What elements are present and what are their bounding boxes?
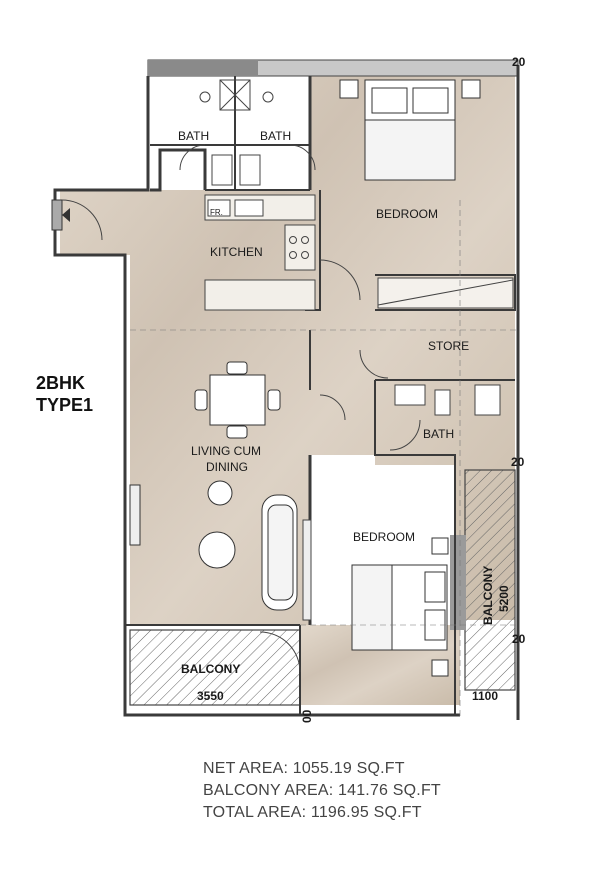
dim-marker-top: 20 — [512, 55, 526, 69]
label-living-line2: DINING — [206, 460, 248, 474]
label-balcony-side-line2: 5200 — [497, 585, 511, 612]
balcony-area: BALCONY AREA: 141.76 SQ.FT — [203, 782, 441, 799]
dining-table — [194, 361, 281, 439]
dim-marker-bottom: 00 — [300, 709, 314, 723]
floor-areas — [60, 75, 515, 705]
bath-fixtures-top — [179, 79, 316, 186]
kitchen-counter — [204, 194, 316, 311]
living-furniture — [129, 480, 298, 611]
dim-marker-mid: 20 — [511, 455, 525, 469]
label-kitchen: KITCHEN — [210, 245, 263, 259]
bath2-fixtures — [319, 349, 501, 451]
balcony-hatches — [129, 469, 516, 706]
unit-title: 2BHK TYPE1 — [36, 372, 93, 416]
wardrobe-top — [377, 277, 514, 309]
dim-side-balcony-width: 1100 — [472, 689, 498, 703]
entrance-door — [51, 199, 103, 241]
label-balcony-side-line1: BALCONY — [481, 566, 495, 625]
grid-lines — [130, 200, 520, 720]
label-bedroom-1: BEDROOM — [376, 207, 438, 221]
unit-type-line2: TYPE1 — [36, 395, 94, 415]
label-bath-2: BATH — [423, 427, 454, 441]
bed-top — [339, 79, 481, 181]
label-balcony-bottom: BALCONY — [181, 662, 240, 676]
net-area: NET AREA: 1055.19 SQ.FT — [203, 760, 405, 777]
floor-plan: BATH BATH BEDROOM FR. KITCHEN STORE BATH… — [51, 55, 526, 723]
label-living-line1: LIVING CUM — [191, 444, 261, 458]
label-bath-right: BATH — [260, 129, 291, 143]
label-bedroom-2: BEDROOM — [353, 530, 415, 544]
label-bath-left: BATH — [178, 129, 209, 143]
total-area: TOTAL AREA: 1196.95 SQ.FT — [203, 804, 422, 821]
bed-bottom — [351, 537, 449, 677]
top-glazing — [147, 59, 519, 77]
doors — [259, 259, 361, 673]
label-fridge: FR. — [210, 208, 223, 217]
label-store: STORE — [428, 339, 469, 353]
dim-marker-low: 20 — [512, 632, 526, 646]
dim-balcony-width: 3550 — [197, 689, 224, 703]
unit-type-line1: 2BHK — [36, 373, 86, 393]
area-summary: NET AREA: 1055.19 SQ.FT BALCONY AREA: 14… — [203, 758, 441, 824]
